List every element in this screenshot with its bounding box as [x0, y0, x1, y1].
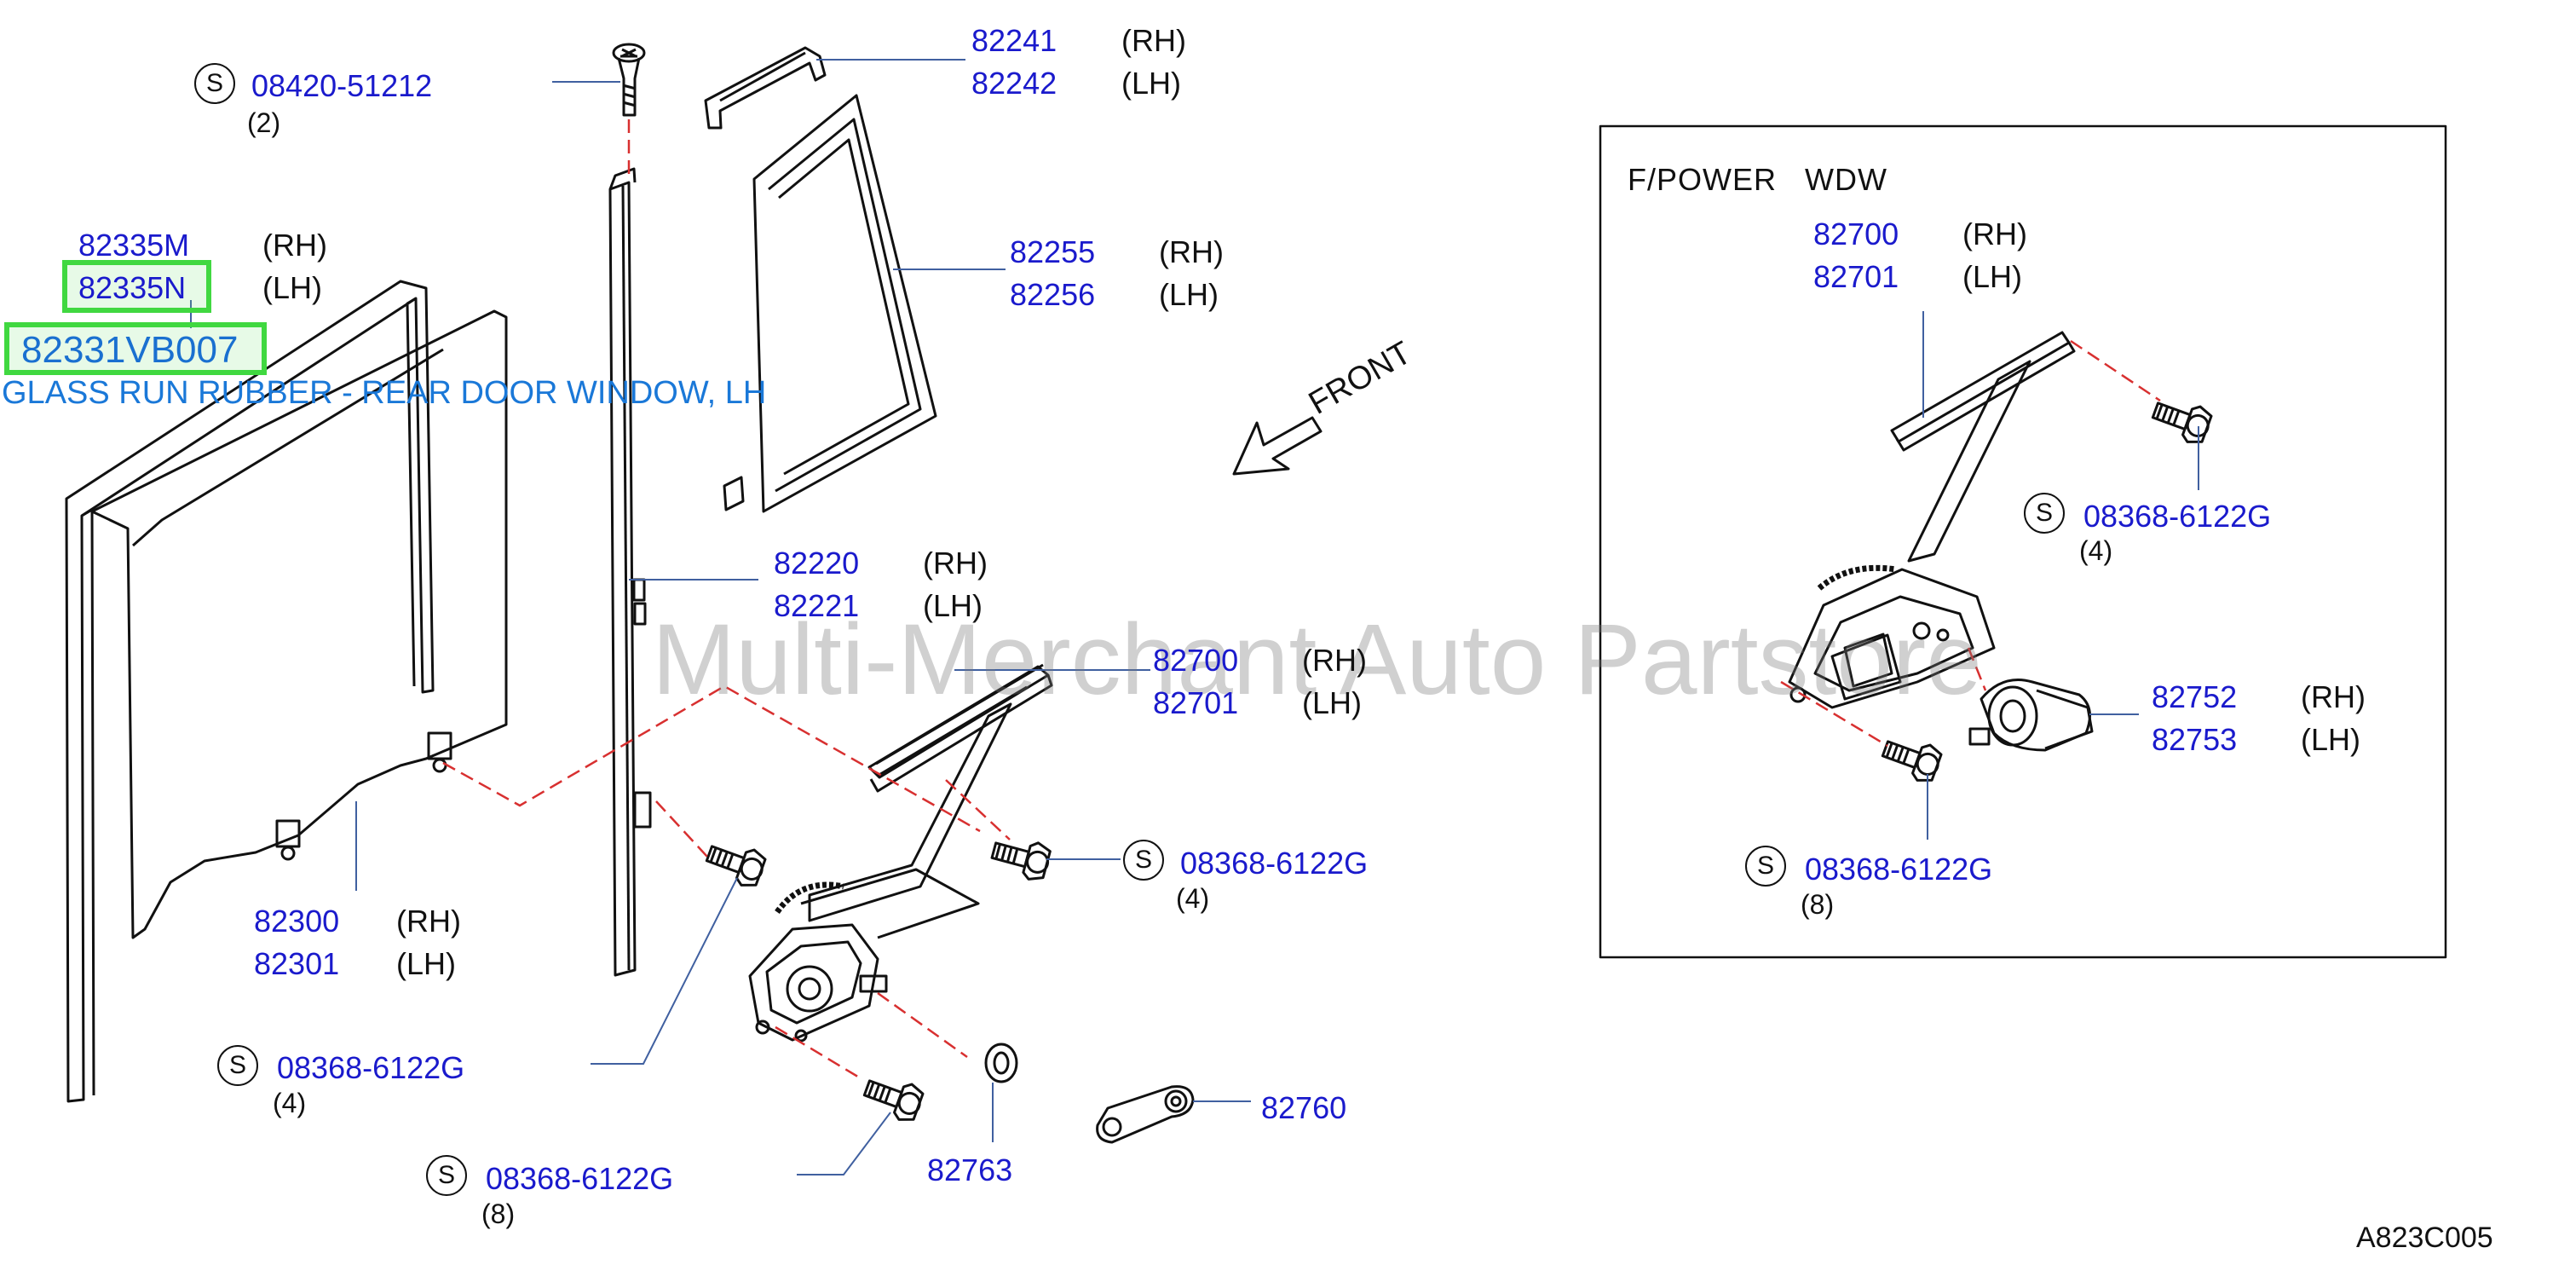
selected-part-number[interactable]: 82331VB007: [21, 329, 239, 371]
quantity-label: (8): [481, 1199, 516, 1229]
part-number-82701[interactable]: 82701: [1813, 259, 1899, 294]
quantity-label: (2): [247, 107, 281, 138]
part-number-82701[interactable]: 82701: [1153, 685, 1239, 720]
part-number-82700[interactable]: 82700: [1813, 217, 1899, 251]
leader-lines: [190, 59, 2199, 1175]
part-number-82760[interactable]: 82760: [1261, 1090, 1347, 1125]
part-number-82255[interactable]: 82255: [1010, 234, 1096, 269]
side-label-lh: (LH): [1302, 685, 1362, 720]
inset-bolt-drawings: [1881, 401, 2213, 782]
part-number-08420-51212[interactable]: 08420-51212: [251, 68, 433, 103]
part-number-82241[interactable]: 82241: [971, 23, 1057, 58]
side-label-rh: (RH): [1159, 234, 1224, 269]
sash-drawing: [608, 167, 652, 977]
side-label-lh: (LH): [262, 270, 322, 305]
highlight-selected-part: [4, 322, 267, 375]
part-number-82221[interactable]: 82221: [774, 588, 860, 623]
side-label-rh: (RH): [2301, 679, 2366, 714]
side-label-lh: (LH): [396, 946, 456, 981]
part-number-82242[interactable]: 82242: [971, 66, 1057, 101]
part-number-82256[interactable]: 82256: [1010, 277, 1096, 312]
part-number-08368-6122G[interactable]: 08368-6122G: [1805, 852, 1993, 887]
part-number-82335M[interactable]: 82335M: [78, 228, 190, 263]
part-number-82753[interactable]: 82753: [2152, 722, 2238, 757]
quantity-label: (4): [1176, 883, 1210, 914]
front-arrow: [1232, 416, 1323, 476]
s-marker: S: [1123, 840, 1164, 881]
inset-frame: [1599, 124, 2447, 959]
s-marker: S: [217, 1045, 258, 1086]
side-label-lh: (LH): [2301, 722, 2360, 757]
side-label-lh: (LH): [923, 588, 983, 623]
side-label-rh: (RH): [1302, 643, 1367, 678]
part-number-82300[interactable]: 82300: [254, 904, 340, 939]
side-label-rh: (RH): [1962, 217, 2027, 251]
regulator-drawing: [748, 663, 1053, 1043]
washer-drawing: [984, 1043, 1018, 1083]
partition-glass-drawing: [723, 94, 937, 513]
quantity-label: (4): [2079, 535, 2113, 566]
part-number-82763[interactable]: 82763: [927, 1152, 1013, 1187]
side-label-lh: (LH): [1962, 259, 2022, 294]
s-marker: S: [194, 63, 235, 104]
inset-title: F/POWER WDW: [1628, 162, 1887, 197]
part-number-82700[interactable]: 82700: [1153, 643, 1239, 678]
part-number-82301[interactable]: 82301: [254, 946, 340, 981]
assembly-lines: [442, 119, 2161, 1080]
highlight-82335N: [62, 260, 211, 313]
side-label-lh: (LH): [1121, 66, 1181, 101]
part-number-08368-6122G[interactable]: 08368-6122G: [277, 1050, 465, 1085]
bolt-drawings: [705, 841, 1052, 1121]
side-label-rh: (RH): [396, 904, 461, 939]
inset-regulator-drawing: [1788, 331, 2076, 709]
quantity-label: (4): [273, 1088, 307, 1118]
handle-drawing: [1096, 1085, 1195, 1144]
part-number-08368-6122G[interactable]: 08368-6122G: [486, 1161, 674, 1196]
upper-sash-drawing: [704, 46, 827, 130]
s-marker: S: [1745, 846, 1786, 887]
side-label-lh: (LH): [1159, 277, 1219, 312]
diagram-code: A823C005: [2356, 1222, 2493, 1254]
motor-drawing: [1968, 679, 2094, 752]
screw-drawing: [612, 43, 646, 117]
side-label-rh: (RH): [1121, 23, 1186, 58]
s-marker: S: [2024, 493, 2065, 534]
side-label-rh: (RH): [262, 228, 327, 263]
part-number-08368-6122G[interactable]: 08368-6122G: [1180, 846, 1369, 881]
door-glass-drawing: [90, 309, 508, 939]
s-marker: S: [426, 1155, 467, 1196]
part-number-82752[interactable]: 82752: [2152, 679, 2238, 714]
glass-run-rubber-drawing: [65, 280, 435, 1103]
quantity-label: (8): [1801, 889, 1835, 920]
part-number-82335N[interactable]: 82335N: [78, 270, 187, 305]
part-number-82220[interactable]: 82220: [774, 546, 860, 581]
part-number-08368-6122G[interactable]: 08368-6122G: [2083, 499, 2272, 534]
side-label-rh: (RH): [923, 546, 988, 581]
selected-part-description: GLASS RUN RUBBER - REAR DOOR WINDOW, LH: [2, 375, 767, 411]
